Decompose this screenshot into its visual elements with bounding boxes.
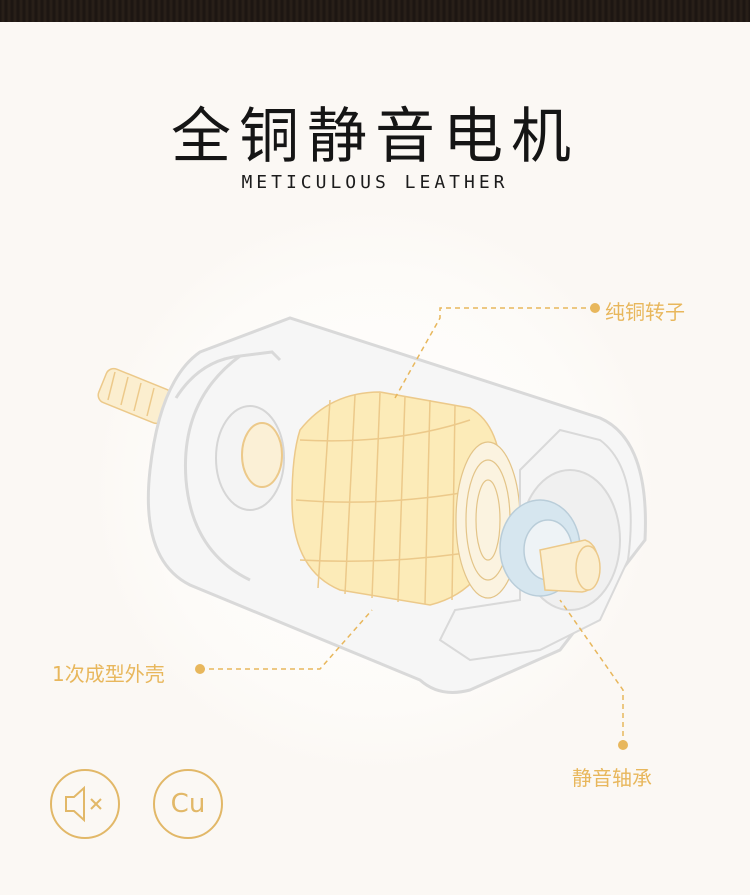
copper-badge-label: Cu [170, 789, 206, 819]
mute-badge [50, 769, 120, 839]
callout-silent-bearing: 静音轴承 [572, 766, 652, 790]
left-end-cap [215, 405, 285, 511]
page-subtitle: METICULOUS LEATHER [241, 172, 509, 193]
callout-leaders [200, 307, 624, 745]
callout-shell: 1次成型外壳 [52, 662, 165, 686]
speaker-mute-icon [65, 785, 102, 823]
motor-shaft-left [97, 367, 173, 425]
top-decor-band [0, 0, 750, 22]
callout-copper-rotor: 纯铜转子 [605, 300, 685, 324]
copper-rotor [291, 391, 503, 606]
motor-shaft-right [539, 539, 601, 593]
copper-badge: Cu [153, 769, 223, 839]
callout-dots [195, 303, 628, 750]
page-title: 全铜静音电机 [171, 102, 579, 172]
